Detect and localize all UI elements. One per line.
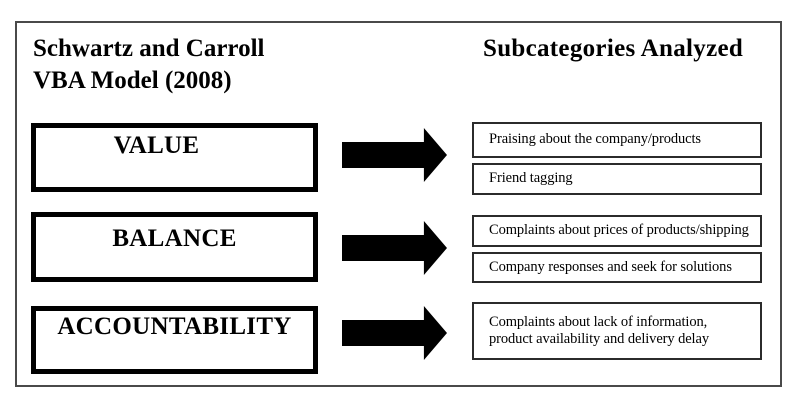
category-label-balance: BALANCE	[112, 225, 237, 252]
left-column-title: Schwartz and Carroll VBA Model (2008)	[33, 33, 264, 97]
category-box-balance: BALANCE	[31, 212, 318, 282]
left-column-title-line1: Schwartz and Carroll	[33, 35, 265, 62]
subcategory-box-company-responses: Company responses and seek for solutions	[472, 252, 762, 283]
subcategory-text: Complaints about prices of products/ship…	[489, 222, 749, 239]
subcategory-box-price-complaints: Complaints about prices of products/ship…	[472, 215, 762, 247]
category-box-accountability: ACCOUNTABILITY	[31, 306, 318, 374]
category-label-value: VALUE	[113, 131, 200, 159]
subcategory-text: Complaints about lack of information, pr…	[489, 313, 709, 348]
category-box-value: VALUE	[31, 123, 318, 192]
left-column-title-line2: VBA Model (2008)	[33, 67, 232, 94]
category-label-accountability: ACCOUNTABILITY	[57, 313, 292, 340]
subcategory-text: Friend tagging	[489, 170, 573, 187]
subcategory-box-friend-tagging: Friend tagging	[472, 163, 762, 195]
subcategory-text: Company responses and seek for solutions	[489, 258, 732, 275]
subcategory-box-information-complaints: Complaints about lack of information, pr…	[472, 302, 762, 360]
right-column-title: Subcategories Analyzed	[483, 35, 744, 62]
subcategory-box-praising: Praising about the company/products	[472, 122, 762, 158]
subcategory-text: Praising about the company/products	[489, 131, 701, 148]
